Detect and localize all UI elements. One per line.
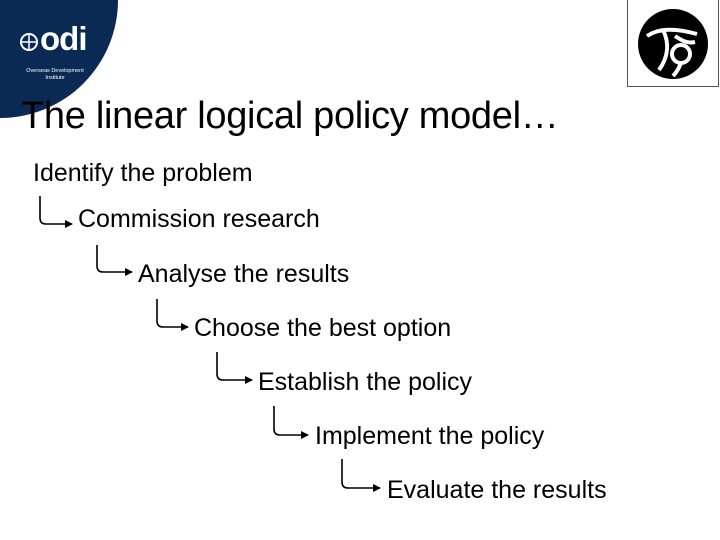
arrow-1-icon — [39, 196, 73, 228]
step-identify: Identify the problem — [33, 159, 253, 187]
step-evaluate: Evaluate the results — [387, 476, 607, 504]
step-implement: Implement the policy — [315, 422, 545, 450]
arrow-4-icon — [216, 352, 253, 384]
step-establish: Establish the policy — [258, 368, 473, 396]
step-choose: Choose the best option — [194, 314, 452, 342]
slide-title: The linear logical policy model… — [21, 95, 559, 137]
odi-logo: odi Overseas Development Institute — [0, 0, 118, 118]
logo-subtitle: Overseas Development Institute — [26, 68, 84, 81]
logo-word: odi — [40, 20, 87, 57]
step-commission: Commission research — [78, 205, 320, 233]
globe-emblem-icon — [638, 9, 708, 79]
emblem-box — [627, 0, 719, 87]
arrow-6-icon — [341, 459, 381, 492]
step-analyse: Analyse the results — [138, 260, 350, 288]
arrow-2-icon — [96, 245, 133, 276]
logo-background — [0, 0, 118, 118]
arrow-5-icon — [273, 406, 309, 439]
arrow-3-icon — [156, 299, 189, 331]
